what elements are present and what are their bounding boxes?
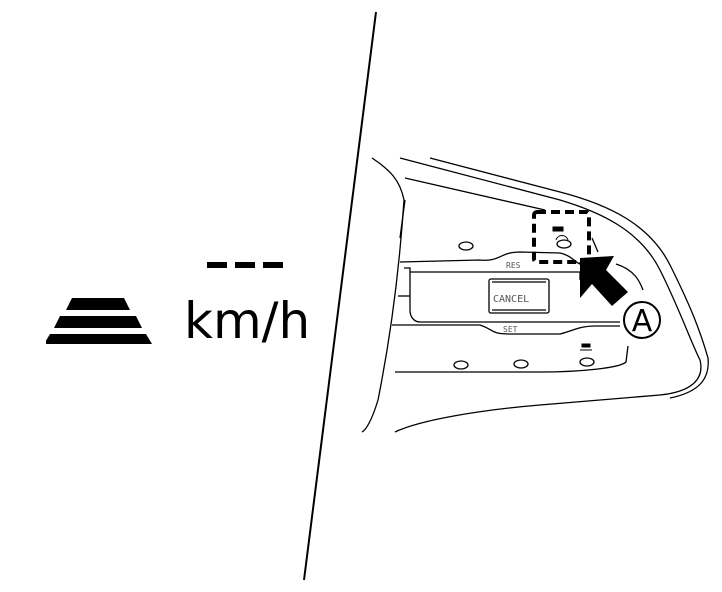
set-speed-value	[207, 262, 283, 268]
distance-switch-icon	[552, 226, 592, 351]
cancel-label: CANCEL	[493, 294, 529, 305]
speed-unit-label: km/h	[184, 292, 311, 350]
callout-a-label: A	[632, 304, 653, 339]
highlight-box	[532, 210, 591, 264]
pointer-arrow	[580, 256, 628, 306]
set-label: SET	[503, 325, 518, 334]
callout-a-circle	[623, 301, 661, 339]
distance-bars-icon	[46, 298, 152, 344]
res-label: RES	[506, 261, 521, 270]
